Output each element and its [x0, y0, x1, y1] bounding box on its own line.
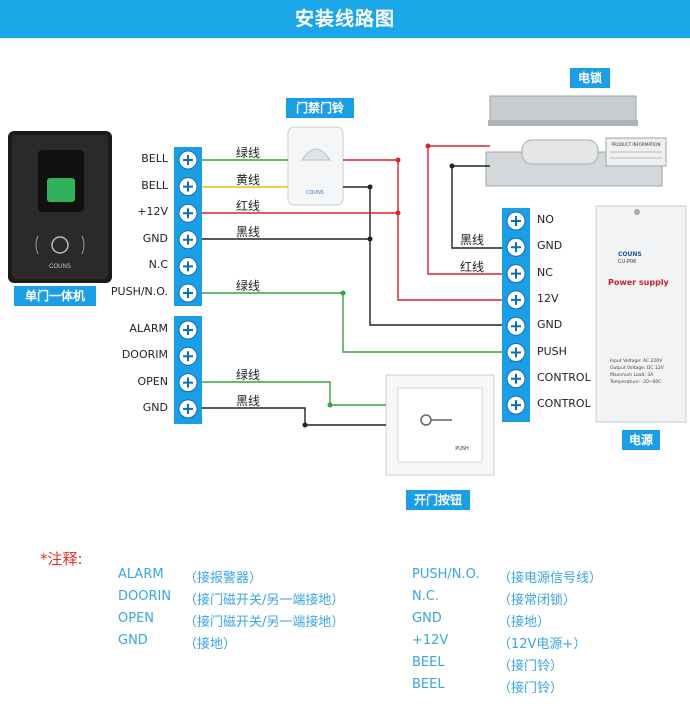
note-desc: （接地）	[184, 637, 237, 652]
power-spec-line: Input Voltage: AC 220V	[610, 358, 663, 364]
terminal-screw-cross	[183, 181, 193, 192]
terminal-label: GND	[537, 318, 563, 332]
wire-label-bell1: 绿线	[236, 146, 261, 160]
terminal-screw-cross	[511, 268, 521, 279]
terminal-label: GND	[142, 231, 168, 245]
left-terminal-block-1	[174, 147, 202, 306]
power-title: Power supply	[608, 278, 670, 287]
notes-title: *注释:	[40, 550, 83, 568]
reader-brand: COUNS	[49, 264, 71, 270]
note-desc: （接门铃）	[498, 659, 564, 674]
note-desc: （接电源信号线）	[498, 571, 603, 586]
note-desc: （接地）	[498, 615, 551, 630]
power-brand: COUNS	[618, 251, 642, 258]
note-key: GND	[118, 633, 148, 648]
note-key: DOORIN	[118, 589, 172, 604]
terminal-screw-cross	[511, 242, 521, 253]
terminal-screw-cross	[511, 400, 521, 411]
wire-label-bell2: 黄线	[236, 173, 261, 187]
terminal-screw-cross	[511, 294, 521, 305]
note-key: +12V	[412, 633, 449, 648]
terminal-screw-cross	[511, 373, 521, 384]
wire-label-lock-red: 红线	[460, 260, 485, 274]
wires	[202, 145, 502, 426]
terminal-label: NC	[537, 265, 553, 279]
terminal-label: PUSH	[537, 344, 567, 358]
lock-plate-text: PRODUCT INFORMATION	[612, 142, 661, 147]
exit-button-device: PUSH	[385, 374, 495, 476]
terminal-label: +12V	[137, 205, 168, 219]
button-label: 开门按钮	[406, 490, 470, 510]
electric-lock-device: PRODUCT INFORMATION	[485, 95, 667, 187]
note-desc: （接门磁开关/另一端接地）	[184, 593, 345, 608]
terminal-label: 12V	[537, 291, 559, 305]
note-key: BEEL	[412, 677, 445, 692]
terminal-label: OPEN	[137, 374, 168, 388]
terminal-label: PUSH/N.O.	[110, 285, 168, 298]
wire-label-push: 绿线	[236, 279, 261, 293]
doorbell-brand: COUNS	[306, 190, 324, 196]
terminal-label: BELL	[141, 152, 168, 165]
note-key: OPEN	[118, 611, 155, 626]
terminal-screw-cross	[183, 288, 193, 298]
terminal-screw-cross	[183, 208, 193, 219]
wire-label-gnd2: 黑线	[236, 394, 261, 408]
note-key: BEEL	[412, 655, 445, 670]
terminal-label: NO	[537, 213, 554, 226]
wire-label-12v: 红线	[236, 199, 261, 213]
terminal-screw-cross	[183, 325, 193, 335]
reader-label: 单门一体机	[14, 286, 96, 306]
note-key: PUSH/N.O.	[412, 567, 480, 582]
doorbell-label: 门禁门铃	[286, 98, 354, 118]
terminal-label: ALARM	[129, 322, 168, 335]
note-key: GND	[412, 611, 442, 626]
terminal-label: CONTROL	[537, 397, 591, 411]
terminal-screw-cross	[183, 377, 193, 388]
note-desc: （接报警器）	[184, 571, 263, 586]
terminal-label: BELL	[141, 178, 168, 192]
page-title: 安装线路图	[0, 0, 690, 38]
terminal-screw-cross	[511, 216, 521, 226]
terminal-label: CONTROL	[537, 370, 591, 384]
terminal-label: DOORIM	[121, 348, 168, 362]
power-spec-line: Temperature: -20~60C	[609, 379, 661, 385]
wire-label-gnd: 黑线	[236, 225, 261, 239]
terminal-screw-cross	[183, 261, 193, 272]
terminal-label: N.C	[148, 258, 168, 272]
doorbell-device: COUNS	[287, 126, 344, 206]
note-key: ALARM	[118, 567, 164, 582]
note-desc: （12V电源+）	[498, 637, 587, 652]
terminal-screw-cross	[511, 347, 521, 358]
power-spec-line: Maximum Load: 3A	[610, 372, 654, 378]
terminal-screw-cross	[183, 351, 193, 362]
note-key: N.C.	[412, 589, 440, 604]
terminal-screw-cross	[511, 321, 521, 332]
reader-device: COUNS	[8, 131, 112, 283]
wire-label-open: 绿线	[236, 368, 261, 382]
power-model: CU-P06	[618, 259, 636, 265]
bell-button-icon	[51, 236, 69, 254]
power-supply-device: COUNS CU-P06 Power supply Input Voltage:…	[595, 205, 687, 423]
terminal-screw-cross	[183, 403, 193, 414]
button-face-text: PUSH	[455, 446, 469, 452]
terminal-screw-cross	[183, 155, 193, 165]
terminal-label: GND	[537, 239, 563, 253]
lock-label: 电锁	[570, 68, 610, 88]
note-desc: （接门磁开关/另一端接地）	[184, 615, 345, 630]
note-desc: （接门铃）	[498, 681, 564, 696]
terminal-screw-cross	[183, 234, 193, 245]
power-spec-line: Output Voltage: DC 12V	[610, 365, 665, 371]
power-label: 电源	[622, 430, 660, 450]
note-desc: （接常闭锁）	[498, 593, 577, 608]
wire-label-lock-black: 黑线	[460, 233, 485, 247]
terminal-label: GND	[142, 400, 168, 414]
